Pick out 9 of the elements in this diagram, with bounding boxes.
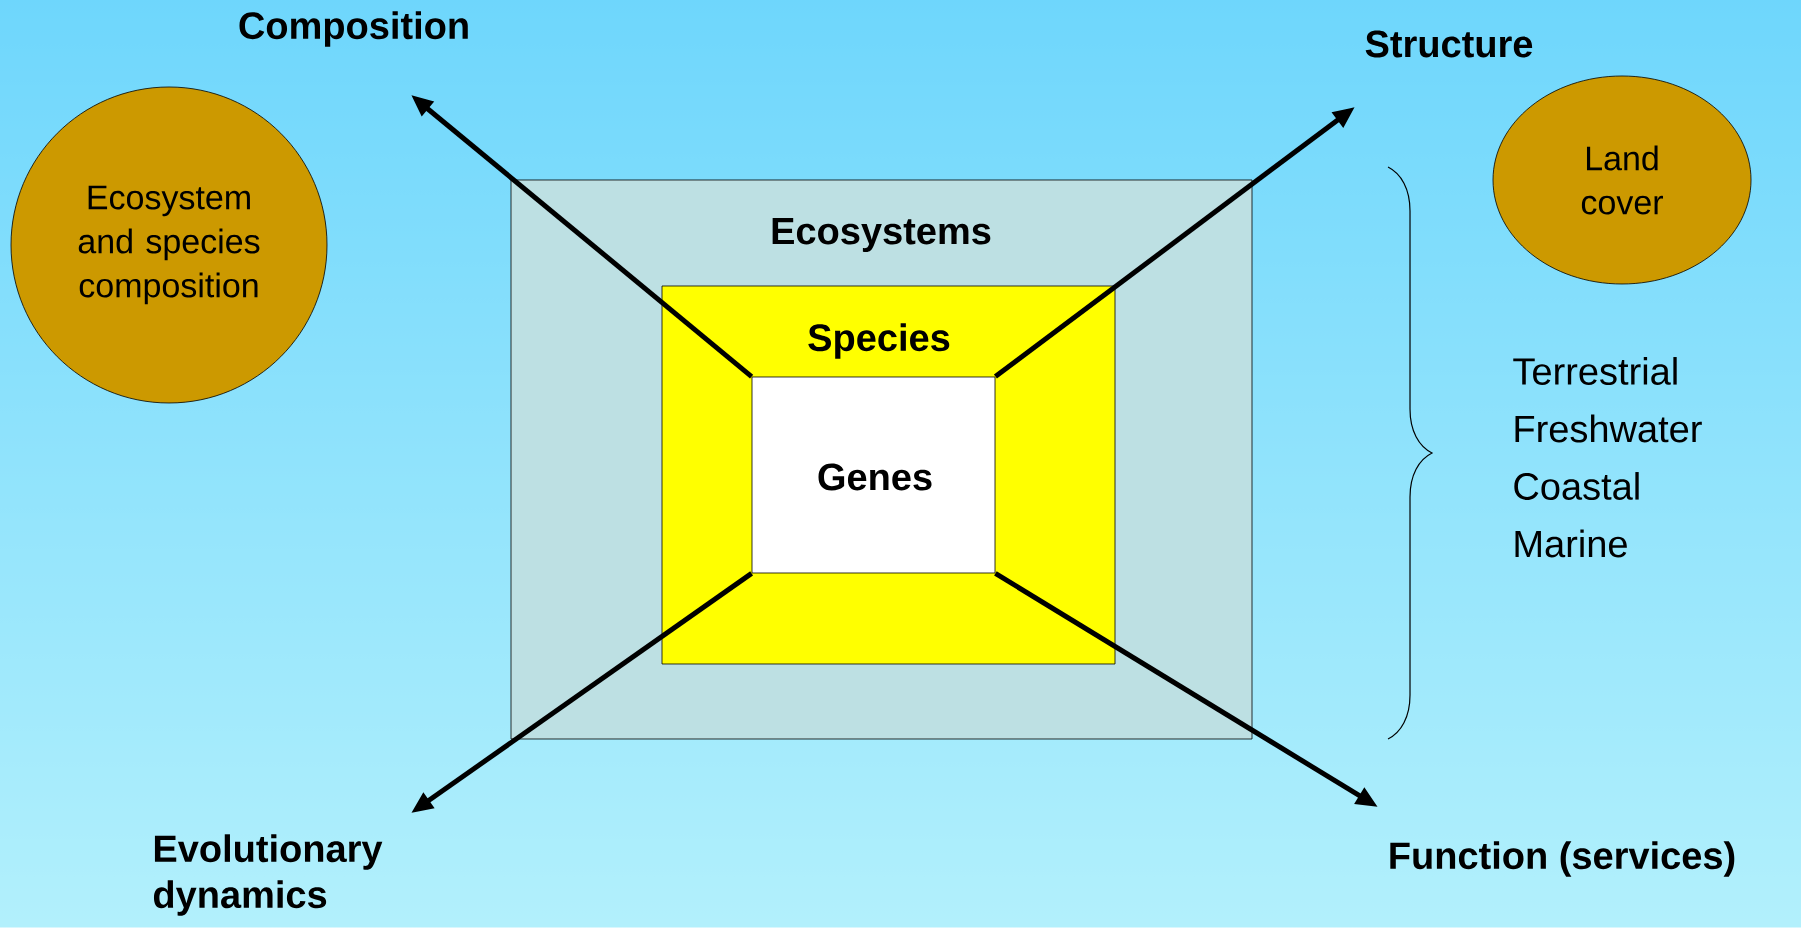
axis-label: Structure [1365,30,1533,58]
habitat-label: Freshwater [1515,414,1702,443]
axis-label: Evolutionary dynamics [153,834,383,916]
axis-label: Composition [239,11,468,47]
habitat-label: Coastal [1514,472,1639,500]
habitat-label: Terrestrial [1513,357,1677,385]
habitat-label: Marine [1515,529,1627,558]
axis-label: Function (services) [1390,841,1735,877]
square-box: Genes [751,376,996,574]
